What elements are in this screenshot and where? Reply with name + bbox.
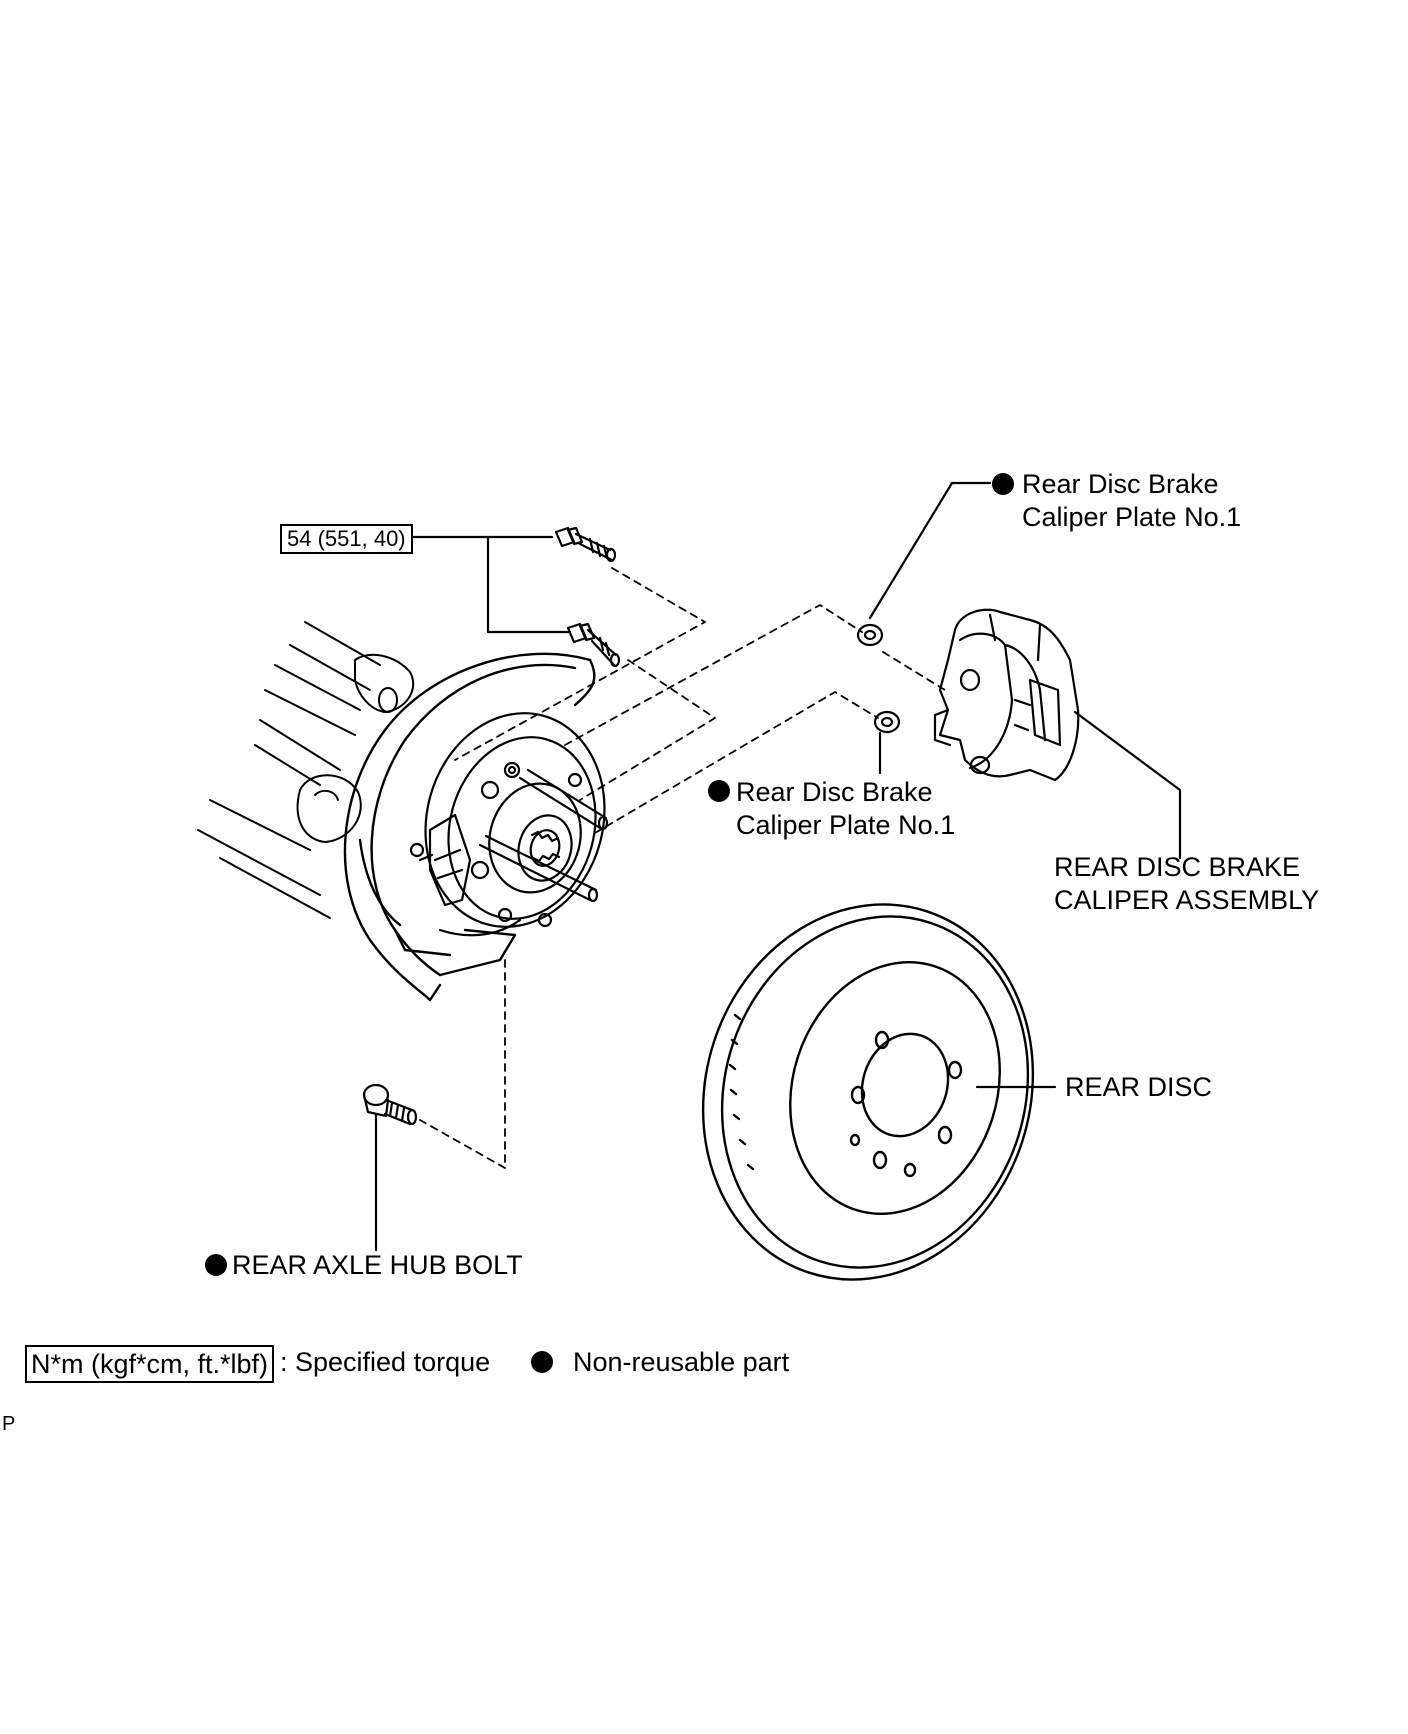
label-caliper-assembly-line1: REAR DISC BRAKE	[1054, 852, 1301, 882]
label-caliper-plate-lower-line1: Rear Disc Brake	[736, 777, 933, 807]
label-caliper-plate-upper-line1: Rear Disc Brake	[1022, 469, 1219, 499]
label-caliper-assembly-line2: CALIPER ASSEMBLY	[1054, 885, 1320, 915]
label-hub-bolt: REAR AXLE HUB BOLT	[232, 1250, 523, 1280]
filled-circle-icon	[992, 473, 1014, 495]
hub-bolt-drawing	[362, 1083, 418, 1126]
legend-torque-desc: : Specified torque	[280, 1347, 491, 1377]
filled-circle-icon	[205, 1254, 227, 1276]
label-caliper-plate-lower-line2: Caliper Plate No.1	[736, 810, 956, 840]
backing-plate	[343, 652, 596, 1002]
footer-code: P	[2, 1413, 16, 1435]
filled-circle-icon	[531, 1351, 553, 1373]
filled-circle-icon	[708, 780, 730, 802]
non-reusable-markers	[205, 473, 1014, 1373]
leader-lines	[374, 481, 1182, 1252]
caliper-plates	[856, 623, 901, 734]
label-caliper-plate-upper-line2: Caliper Plate No.1	[1022, 502, 1242, 532]
legend-nonreusable-desc: Non-reusable part	[573, 1347, 790, 1377]
legend-torque-unit-box: N*m (kgf*cm, ft.*lbf)	[25, 1345, 275, 1383]
dashed-assembly-lines	[419, 567, 946, 1169]
axle-hub	[409, 712, 609, 937]
hub-mounting-bolts	[554, 526, 621, 668]
torque-spec-box: 54 (551, 40)	[280, 524, 413, 554]
suspension-arms	[197, 621, 415, 919]
caliper-assembly-drawing	[933, 608, 1080, 782]
label-rear-disc: REAR DISC	[1065, 1072, 1213, 1102]
rear-disc-drawing	[701, 903, 1035, 1281]
